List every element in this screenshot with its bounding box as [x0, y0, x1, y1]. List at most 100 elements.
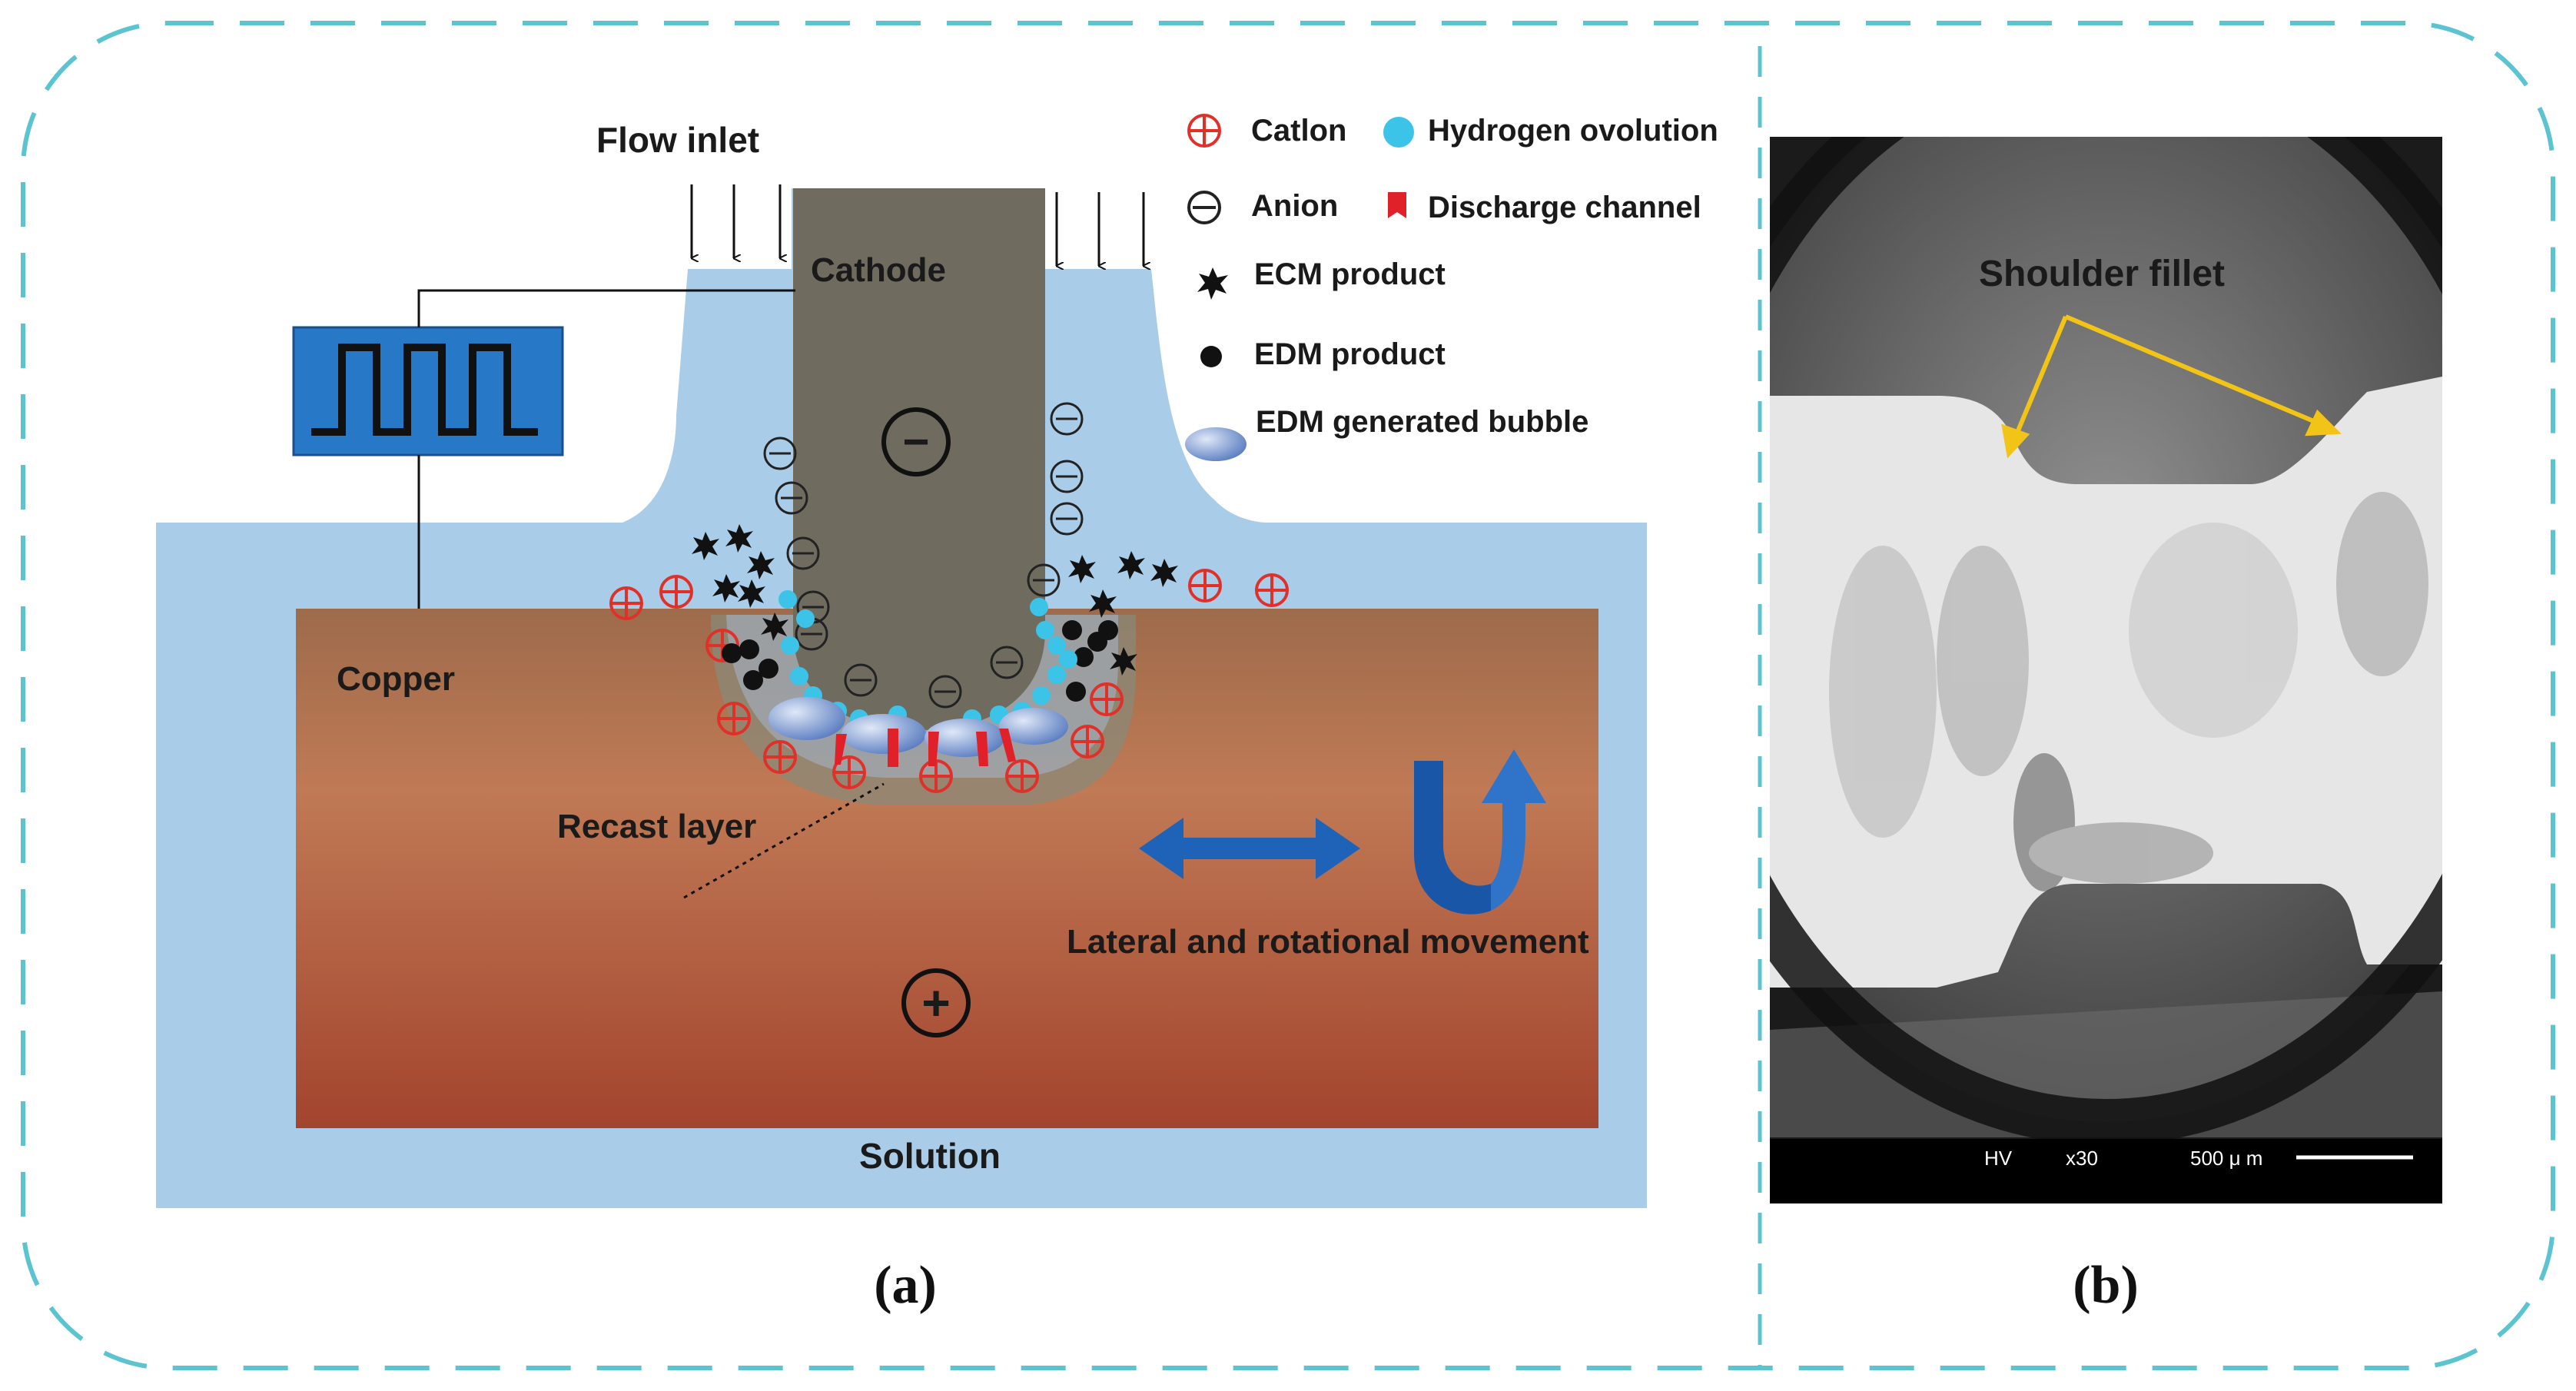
ecm-product	[712, 574, 740, 603]
hydrogen-bubble	[1036, 621, 1054, 639]
ecm-product-group	[692, 524, 1178, 676]
legend-bubble: EDM generated bubble	[1256, 405, 1588, 439]
edm-bubble	[768, 697, 845, 740]
legend: Catlon Hydrogen ovolution Anion Discharg…	[1185, 114, 1718, 461]
ecm-product	[761, 613, 788, 641]
panel-b-caption: (b)	[2073, 1256, 2139, 1315]
cation-icon	[1187, 114, 1221, 148]
ecm-product	[1089, 589, 1117, 618]
anion-icon	[775, 481, 808, 515]
sem-texture	[1829, 492, 2428, 891]
ecm-product-icon	[1197, 267, 1228, 300]
hydrogen-bubble	[781, 636, 799, 655]
edm-product-group	[722, 620, 1118, 702]
edm-product	[743, 670, 763, 690]
hydrogen-bubble	[1059, 650, 1077, 669]
edm-product	[1066, 682, 1086, 702]
anion-icon	[1050, 460, 1084, 493]
discharge-channel-group	[835, 729, 1016, 767]
hydrogen-bubble	[790, 667, 808, 686]
discharge-channel	[976, 732, 988, 766]
hydrogen-bubble	[796, 609, 815, 628]
discharge-channel	[888, 729, 898, 767]
panel-b: HV x30 500 μ m Shoulder fillet (b)	[1770, 137, 2442, 1315]
panel-a-caption: (a)	[874, 1256, 937, 1315]
cation-icon	[1255, 573, 1289, 607]
anion-icon	[1050, 402, 1084, 436]
anion-icon	[844, 663, 878, 697]
edm-product	[722, 643, 742, 663]
ecm-product	[747, 551, 775, 579]
edm-product	[759, 659, 778, 679]
sem-mag-label: x30	[2066, 1147, 2098, 1170]
edm-product	[739, 639, 759, 659]
cation-icon	[1090, 682, 1124, 716]
discharge-channel-icon	[1388, 192, 1406, 218]
wire-to-cathode	[417, 289, 795, 327]
sem-hv-label: HV	[1984, 1147, 2013, 1170]
anion-icon	[763, 437, 797, 470]
sem-vignette	[1770, 137, 2442, 1145]
hydrogen-bubble	[1047, 636, 1066, 655]
anion-icon	[1050, 502, 1084, 536]
discharge-channel	[999, 729, 1016, 762]
edm-bubble	[842, 714, 926, 754]
legend-edm: EDM product	[1254, 337, 1446, 371]
cathode-label: Cathode	[811, 251, 946, 289]
ecm-product	[1068, 555, 1096, 583]
legend-discharge: Discharge channel	[1428, 191, 1701, 224]
hydrogen-group	[778, 590, 1077, 728]
copper-label: Copper	[337, 660, 455, 698]
discharge-channel	[928, 732, 939, 766]
legend-anion: Anion	[1251, 189, 1338, 223]
solution-label: Solution	[859, 1136, 1001, 1176]
cation-icon	[763, 740, 797, 774]
cathode-sign: −	[902, 416, 929, 467]
ecm-product	[725, 524, 753, 553]
cation-group	[609, 569, 1289, 793]
ecm-product	[1150, 559, 1178, 587]
panel-a: − + Flow inle	[156, 114, 1718, 1315]
ecm-product	[738, 579, 765, 608]
edm-product	[1074, 647, 1094, 667]
movement-label: Lateral and rotational movement	[1067, 923, 1589, 961]
cation-icon	[1005, 759, 1039, 793]
edm-bubble-group	[768, 697, 1068, 757]
cation-icon	[717, 702, 751, 735]
hydrogen-bubble	[778, 590, 797, 609]
ecm-product	[1117, 551, 1145, 579]
shoulder-fillet-label: Shoulder fillet	[1979, 254, 2225, 294]
cation-icon	[659, 575, 693, 609]
cation-icon	[832, 755, 866, 789]
edm-product-icon	[1200, 346, 1222, 367]
legend-cation: Catlon	[1251, 114, 1346, 148]
ecm-product	[692, 532, 719, 560]
fillet-arrows	[2001, 314, 2342, 459]
cation-icon	[1188, 569, 1222, 603]
sem-scale-label: 500 μ m	[2190, 1147, 2262, 1170]
copper-sign: +	[921, 975, 950, 1031]
figure-frame	[21, 21, 2555, 1370]
cathode-tool	[793, 188, 1045, 730]
cation-icon	[1071, 725, 1104, 759]
pulse-generator-icon	[292, 326, 564, 456]
edm-product	[1087, 632, 1107, 652]
legend-ecm: ECM product	[1254, 257, 1446, 291]
flow-inlet-arrows	[690, 184, 1144, 266]
discharge-channel	[835, 734, 847, 765]
sem-info-bar	[1770, 1139, 2442, 1203]
copper-workpiece	[296, 609, 1598, 1128]
sem-specimen	[1770, 377, 2442, 988]
anion-icon	[928, 675, 962, 709]
ecm-product	[1110, 647, 1137, 676]
copper-sign-icon: +	[901, 968, 971, 1037]
double-arrow-icon	[1139, 818, 1360, 879]
edm-product	[1062, 620, 1082, 640]
rotation-arrow-icon	[1414, 749, 1546, 915]
flow-inlet-label: Flow inlet	[596, 120, 759, 160]
edm-bubble	[999, 708, 1068, 745]
legend-hydrogen: Hydrogen ovolution	[1428, 114, 1718, 148]
anion-icon	[1027, 563, 1061, 597]
anion-group	[763, 402, 1084, 709]
